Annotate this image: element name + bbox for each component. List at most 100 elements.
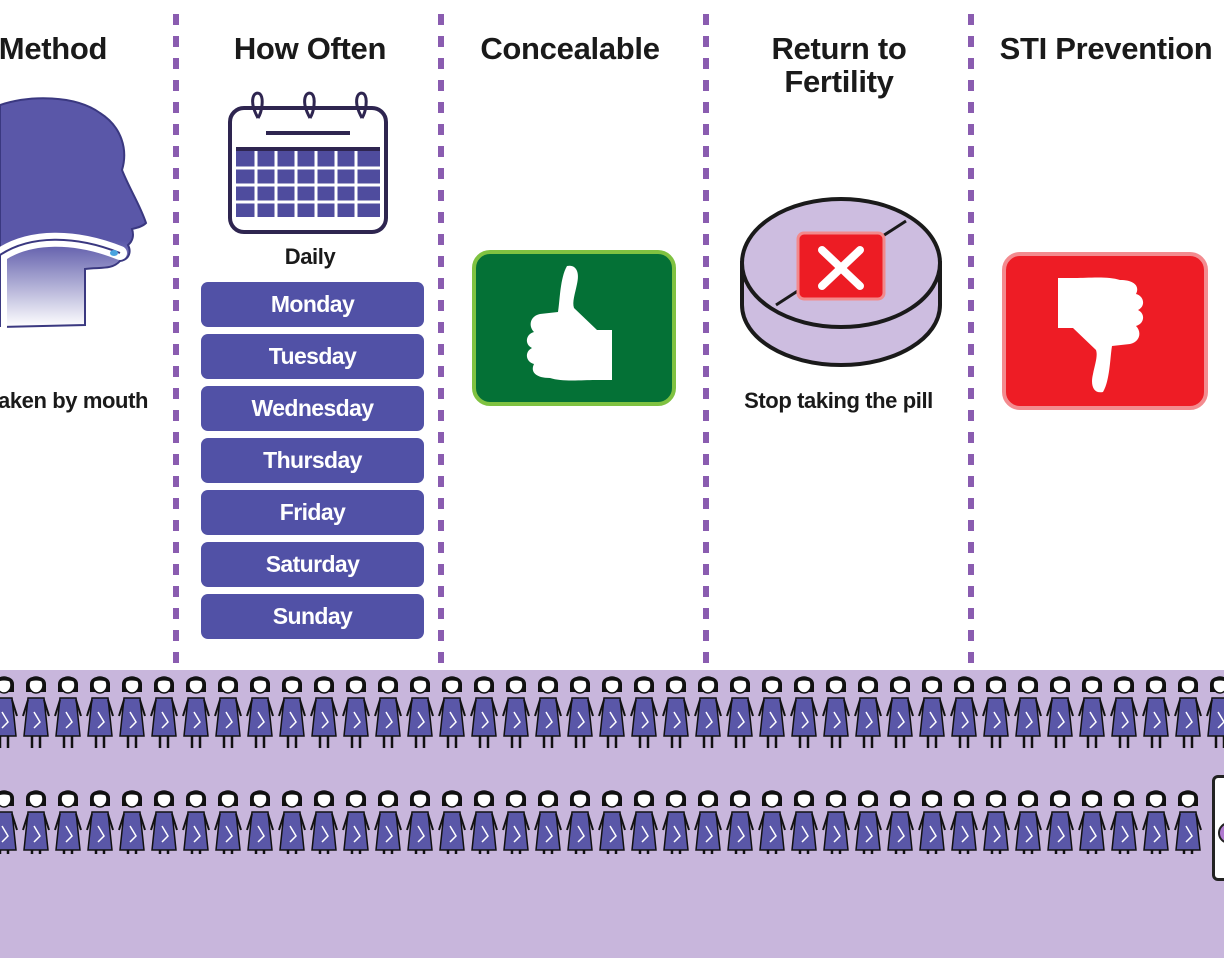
- woman-figure-icon: [1174, 790, 1202, 854]
- day-tuesday: Tuesday: [201, 334, 424, 379]
- woman-figure-icon: [470, 676, 498, 748]
- column-divider: [173, 14, 179, 670]
- woman-figure-icon: [918, 790, 946, 854]
- woman-figure-icon: [758, 790, 786, 854]
- day-sunday: Sunday: [201, 594, 424, 639]
- woman-figure-icon: [982, 676, 1010, 748]
- woman-figure-icon: [1174, 676, 1202, 748]
- column-divider: [438, 14, 444, 670]
- frequency-label: Daily: [284, 244, 336, 269]
- thumbs-up-icon: [472, 250, 676, 406]
- woman-figure-icon: [950, 676, 978, 748]
- woman-figure-icon: [86, 790, 114, 854]
- woman-figure-icon: [310, 676, 338, 748]
- how-often-title: How Often: [233, 31, 387, 66]
- woman-figure-icon: [1110, 676, 1138, 748]
- woman-figure-icon: [502, 676, 530, 748]
- woman-figure-icon: [566, 676, 594, 748]
- woman-figure-icon: [694, 676, 722, 748]
- woman-figure-icon: [1078, 790, 1106, 854]
- woman-figure-icon: [182, 676, 210, 748]
- woman-figure-icon: [1142, 790, 1170, 854]
- column-divider: [703, 14, 709, 670]
- woman-figure-icon: [118, 676, 146, 748]
- day-friday: Friday: [201, 490, 424, 535]
- woman-figure-icon: [278, 676, 306, 748]
- woman-figure-icon: [822, 676, 850, 748]
- method-title: Method: [0, 31, 108, 66]
- woman-figure-icon: [22, 790, 50, 854]
- woman-figure-icon: [0, 790, 18, 854]
- sti-prevention-title: STI Prevention: [999, 31, 1213, 66]
- woman-figure-icon: [726, 676, 754, 748]
- method-caption: aken by mouth: [0, 388, 149, 413]
- woman-figure-icon: [278, 790, 306, 854]
- woman-figure-icon: [1078, 676, 1106, 748]
- return-to-fertility-title: Return to Fertility: [724, 32, 954, 98]
- woman-figure-icon: [918, 676, 946, 748]
- woman-figure-icon: [1014, 790, 1042, 854]
- head-profile-icon: [0, 97, 148, 334]
- day-monday: Monday: [201, 282, 424, 327]
- woman-figure-icon: [118, 790, 146, 854]
- woman-figure-icon: [374, 790, 402, 854]
- woman-figure-icon: [310, 790, 338, 854]
- pill-x-icon: [740, 197, 942, 368]
- woman-figure-icon: [182, 790, 210, 854]
- woman-figure-icon: [86, 676, 114, 748]
- thumbs-down-icon: [1002, 252, 1208, 410]
- woman-figure-icon: [1046, 676, 1074, 748]
- woman-figure-icon: [54, 676, 82, 748]
- woman-figure-icon: [662, 790, 690, 854]
- column-divider: [968, 14, 974, 670]
- woman-figure-icon: [534, 790, 562, 854]
- woman-figure-icon: [1046, 790, 1074, 854]
- woman-figure-icon: [214, 676, 242, 748]
- woman-figure-icon: [502, 790, 530, 854]
- woman-figure-icon: [342, 676, 370, 748]
- woman-figure-icon: [630, 790, 658, 854]
- woman-figure-icon: [790, 676, 818, 748]
- woman-figure-icon: [1206, 676, 1224, 748]
- woman-figure-icon: [1014, 676, 1042, 748]
- return-caption: Stop taking the pill: [744, 388, 933, 413]
- woman-figure-icon: [854, 676, 882, 748]
- woman-figure-icon: [406, 790, 434, 854]
- woman-figure-icon: [406, 676, 434, 748]
- woman-figure-icon: [854, 790, 882, 854]
- woman-figure-icon: [534, 676, 562, 748]
- woman-figure-icon: [694, 790, 722, 854]
- woman-figure-icon: [822, 790, 850, 854]
- return-title-line2: Fertility: [784, 64, 894, 99]
- day-saturday: Saturday: [201, 542, 424, 587]
- day-thursday: Thursday: [201, 438, 424, 483]
- woman-figure-icon: [246, 790, 274, 854]
- woman-figures-row-2: [0, 790, 1202, 854]
- woman-figure-icon: [150, 790, 178, 854]
- woman-figure-icon: [0, 676, 18, 748]
- woman-figure-icon: [1142, 676, 1170, 748]
- calendar-icon: [228, 91, 388, 234]
- woman-figure-icon: [566, 790, 594, 854]
- woman-figure-icon: [470, 790, 498, 854]
- woman-figure-icon: [598, 676, 626, 748]
- woman-figure-icon: [758, 676, 786, 748]
- woman-figure-icon: [374, 676, 402, 748]
- woman-figure-icon: [22, 676, 50, 748]
- woman-figure-icon: [150, 676, 178, 748]
- woman-figure-icon: [54, 790, 82, 854]
- woman-figure-icon: [214, 790, 242, 854]
- woman-figure-icon: [950, 790, 978, 854]
- woman-figure-icon: [342, 790, 370, 854]
- woman-figure-icon: [726, 790, 754, 854]
- woman-figure-icon: [630, 676, 658, 748]
- woman-figures-row-1: [0, 676, 1224, 748]
- woman-figure-icon: [886, 790, 914, 854]
- day-wednesday: Wednesday: [201, 386, 424, 431]
- woman-figure-icon: [246, 676, 274, 748]
- woman-figure-icon: [438, 676, 466, 748]
- concealable-title: Concealable: [480, 31, 660, 66]
- woman-figure-icon: [662, 676, 690, 748]
- woman-figure-icon: [790, 790, 818, 854]
- woman-figure-icon: [598, 790, 626, 854]
